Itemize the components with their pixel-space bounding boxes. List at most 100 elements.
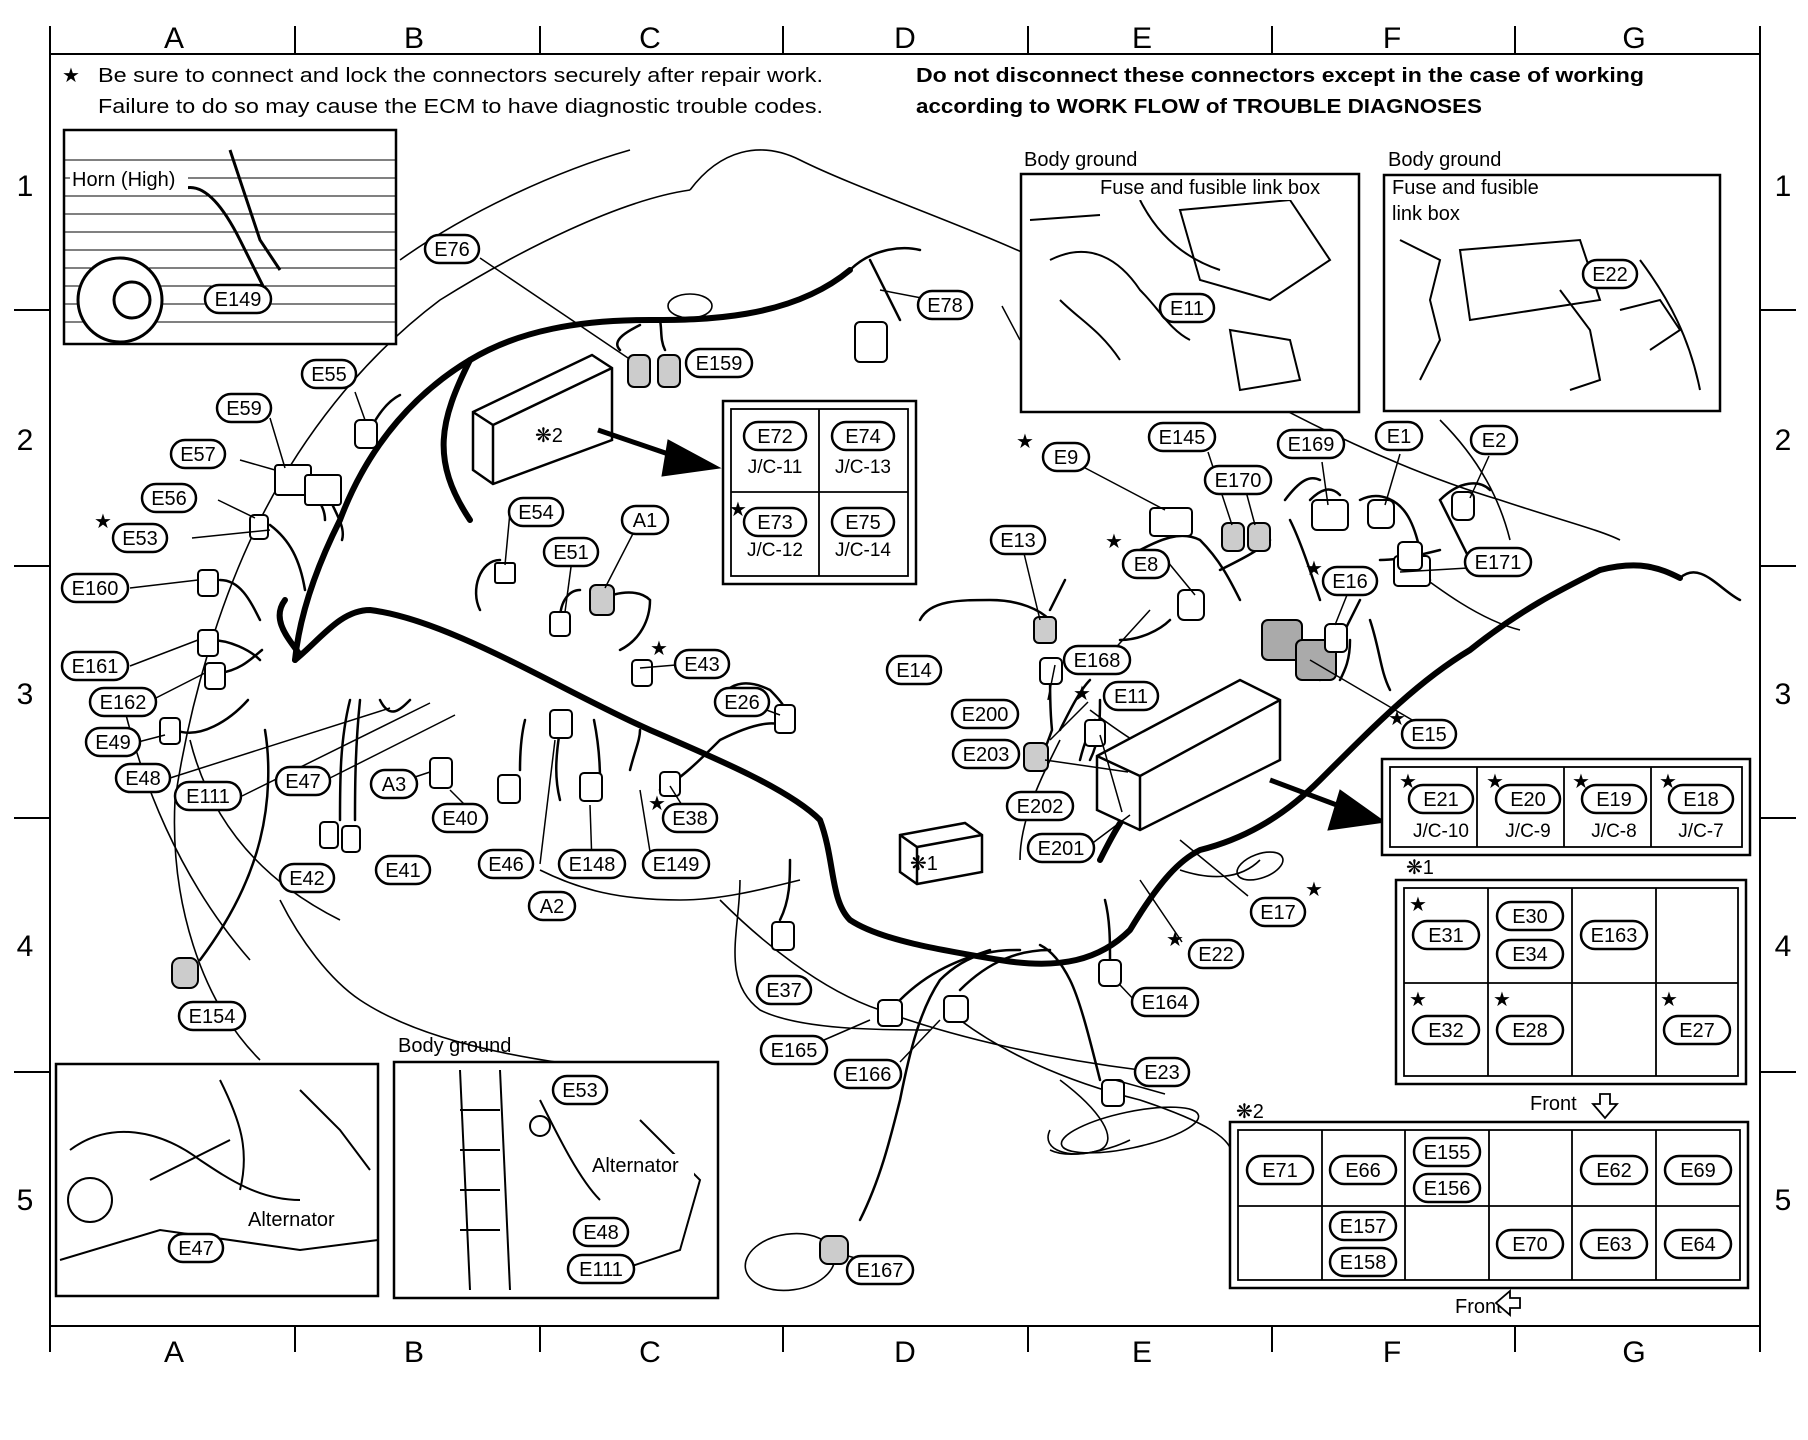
table-connector-callout: E34 xyxy=(1495,938,1565,970)
connector-callout-e51: E51 xyxy=(542,536,600,568)
junction-box-1: ❋1 xyxy=(898,821,984,886)
table-connector-callout: E157 xyxy=(1328,1210,1398,1242)
grid-col-label: D xyxy=(894,1336,916,1369)
inset-label-line2: link box xyxy=(1392,203,1460,225)
inset-horn: Horn (High) xyxy=(62,128,398,346)
connector-label: E38 xyxy=(672,808,708,830)
connector-callout-a1: A1 xyxy=(620,504,670,536)
connector-label: E166 xyxy=(845,1064,892,1086)
grid-row-labels-left: 1 2 3 4 5 xyxy=(17,170,34,1217)
connector-callout-e55: E55 xyxy=(300,358,358,390)
connector-label: E15 xyxy=(1411,724,1447,746)
front-arrow-left-icon xyxy=(1494,1289,1521,1317)
star-marker: ★ xyxy=(648,793,666,815)
inset-title: Body ground xyxy=(1024,149,1137,171)
connector-label: E149 xyxy=(653,854,700,876)
connector-label: E34 xyxy=(1512,944,1548,966)
connector-callout-e160: E160 xyxy=(60,572,130,604)
grid-col-label: C xyxy=(639,22,661,55)
connector-callout-e201: E201 xyxy=(1026,832,1096,864)
connector-label: E1 xyxy=(1387,426,1411,448)
connector-label: A3 xyxy=(382,774,406,796)
connector-label: E11 xyxy=(1114,686,1148,708)
box1-marker: ❋1 xyxy=(910,853,938,875)
connector-callout-e168: E168 xyxy=(1062,644,1132,676)
connector-label: E149 xyxy=(215,289,262,311)
inset-title: Body ground xyxy=(398,1035,511,1057)
connector-label: E156 xyxy=(1424,1178,1471,1200)
connector-callout-e8: E8 xyxy=(1121,548,1171,580)
connector-callout-e170: E170 xyxy=(1203,464,1273,496)
grid-column-labels-top: A B C D E F G xyxy=(164,22,1646,55)
connector-label: E72 xyxy=(757,426,793,448)
connector-label: E71 xyxy=(1262,1160,1298,1182)
grid-row-label: 4 xyxy=(1775,930,1792,963)
table-connector-callout: E64 xyxy=(1663,1228,1733,1260)
star-marker: ★ xyxy=(1016,431,1034,453)
star-marker: ★ xyxy=(1305,558,1323,580)
jc-label: J/C-13 xyxy=(835,457,891,478)
connector-label: E47 xyxy=(178,1238,214,1260)
star-marker: ★ xyxy=(94,511,112,533)
inset-body-ground-e11: Body ground Fuse and fusible link box xyxy=(1019,149,1361,414)
jc-connector-callout: E20 xyxy=(1494,783,1562,815)
jc-label: J/C-14 xyxy=(835,540,891,561)
connector-callout-e15: E15 xyxy=(1400,718,1458,750)
jc-connector-callout: E21 xyxy=(1407,783,1475,815)
note-right-line1: Do not disconnect these connectors excep… xyxy=(916,65,1644,87)
connector-label: E48 xyxy=(583,1222,619,1244)
connector-callout-e9: E9 xyxy=(1041,441,1091,473)
connector-callout-e41: E41 xyxy=(374,854,432,886)
star-marker: ★ xyxy=(1409,894,1427,916)
jc-label: J/C-7 xyxy=(1678,821,1723,842)
inset-label: Alternator xyxy=(248,1209,335,1231)
grid-row-label: 5 xyxy=(1775,1184,1792,1217)
connector-callout-e40: E40 xyxy=(431,802,489,834)
jc-connector-callout: E19 xyxy=(1580,783,1648,815)
table-connector-callout: E155 xyxy=(1412,1136,1482,1168)
connector-label: E155 xyxy=(1424,1142,1471,1164)
connector-label: E9 xyxy=(1054,447,1078,469)
jc-connector-callout: E73 xyxy=(742,506,808,538)
connector-label: E22 xyxy=(1198,944,1234,966)
connector-label: A1 xyxy=(633,510,657,532)
connector-label: E53 xyxy=(562,1080,598,1102)
table1-title: ❋1 xyxy=(1406,857,1434,879)
connector-label: E30 xyxy=(1512,906,1548,928)
connector-label: E170 xyxy=(1215,470,1262,492)
connector-label: E73 xyxy=(757,512,793,534)
connector-label: E165 xyxy=(771,1040,818,1062)
jc-label: J/C-11 xyxy=(748,457,803,478)
connector-callout-e38: E38 xyxy=(661,802,719,834)
connector-label: E37 xyxy=(766,980,802,1002)
connector-label: E70 xyxy=(1512,1234,1548,1256)
connector-callout-e145: E145 xyxy=(1147,421,1217,453)
connector-label: E2 xyxy=(1482,430,1506,452)
jc-label: J/C-8 xyxy=(1591,821,1636,842)
connector-callouts: E76E78E159E55E59E57E56E53★E160E161E162E4… xyxy=(60,233,1639,1286)
connector-label: E22 xyxy=(1592,264,1628,286)
connector-callout-e26: E26 xyxy=(713,686,771,718)
connector-label: E160 xyxy=(72,578,119,600)
connector-label: E157 xyxy=(1340,1216,1387,1238)
star-marker: ★ xyxy=(1409,989,1427,1011)
connector-bodies xyxy=(159,321,1475,1265)
connector-label: E41 xyxy=(385,860,421,882)
connector-callout-e154: E154 xyxy=(177,1000,247,1032)
connector-callout-e149-inset: E149 xyxy=(203,283,273,315)
jc-connector-callout: E75 xyxy=(830,506,896,538)
connector-label: E47 xyxy=(285,771,321,793)
connector-label: E54 xyxy=(518,502,554,524)
table-connector-callout: E62 xyxy=(1579,1154,1649,1186)
connector-callout-e76: E76 xyxy=(423,233,481,265)
table-connector-callout: E28 xyxy=(1495,1014,1565,1046)
table-connector-callout: E71 xyxy=(1245,1154,1315,1186)
connector-label: E148 xyxy=(569,854,616,876)
connector-label: E76 xyxy=(434,239,470,261)
inset-label-line1: Fuse and fusible xyxy=(1392,177,1539,199)
connector-callout-e22-inset: E22 xyxy=(1581,258,1639,290)
inset-body-ground-e22: Body ground Fuse and fusible link box xyxy=(1382,149,1722,413)
connector-callout-e22: E22 xyxy=(1187,938,1245,970)
